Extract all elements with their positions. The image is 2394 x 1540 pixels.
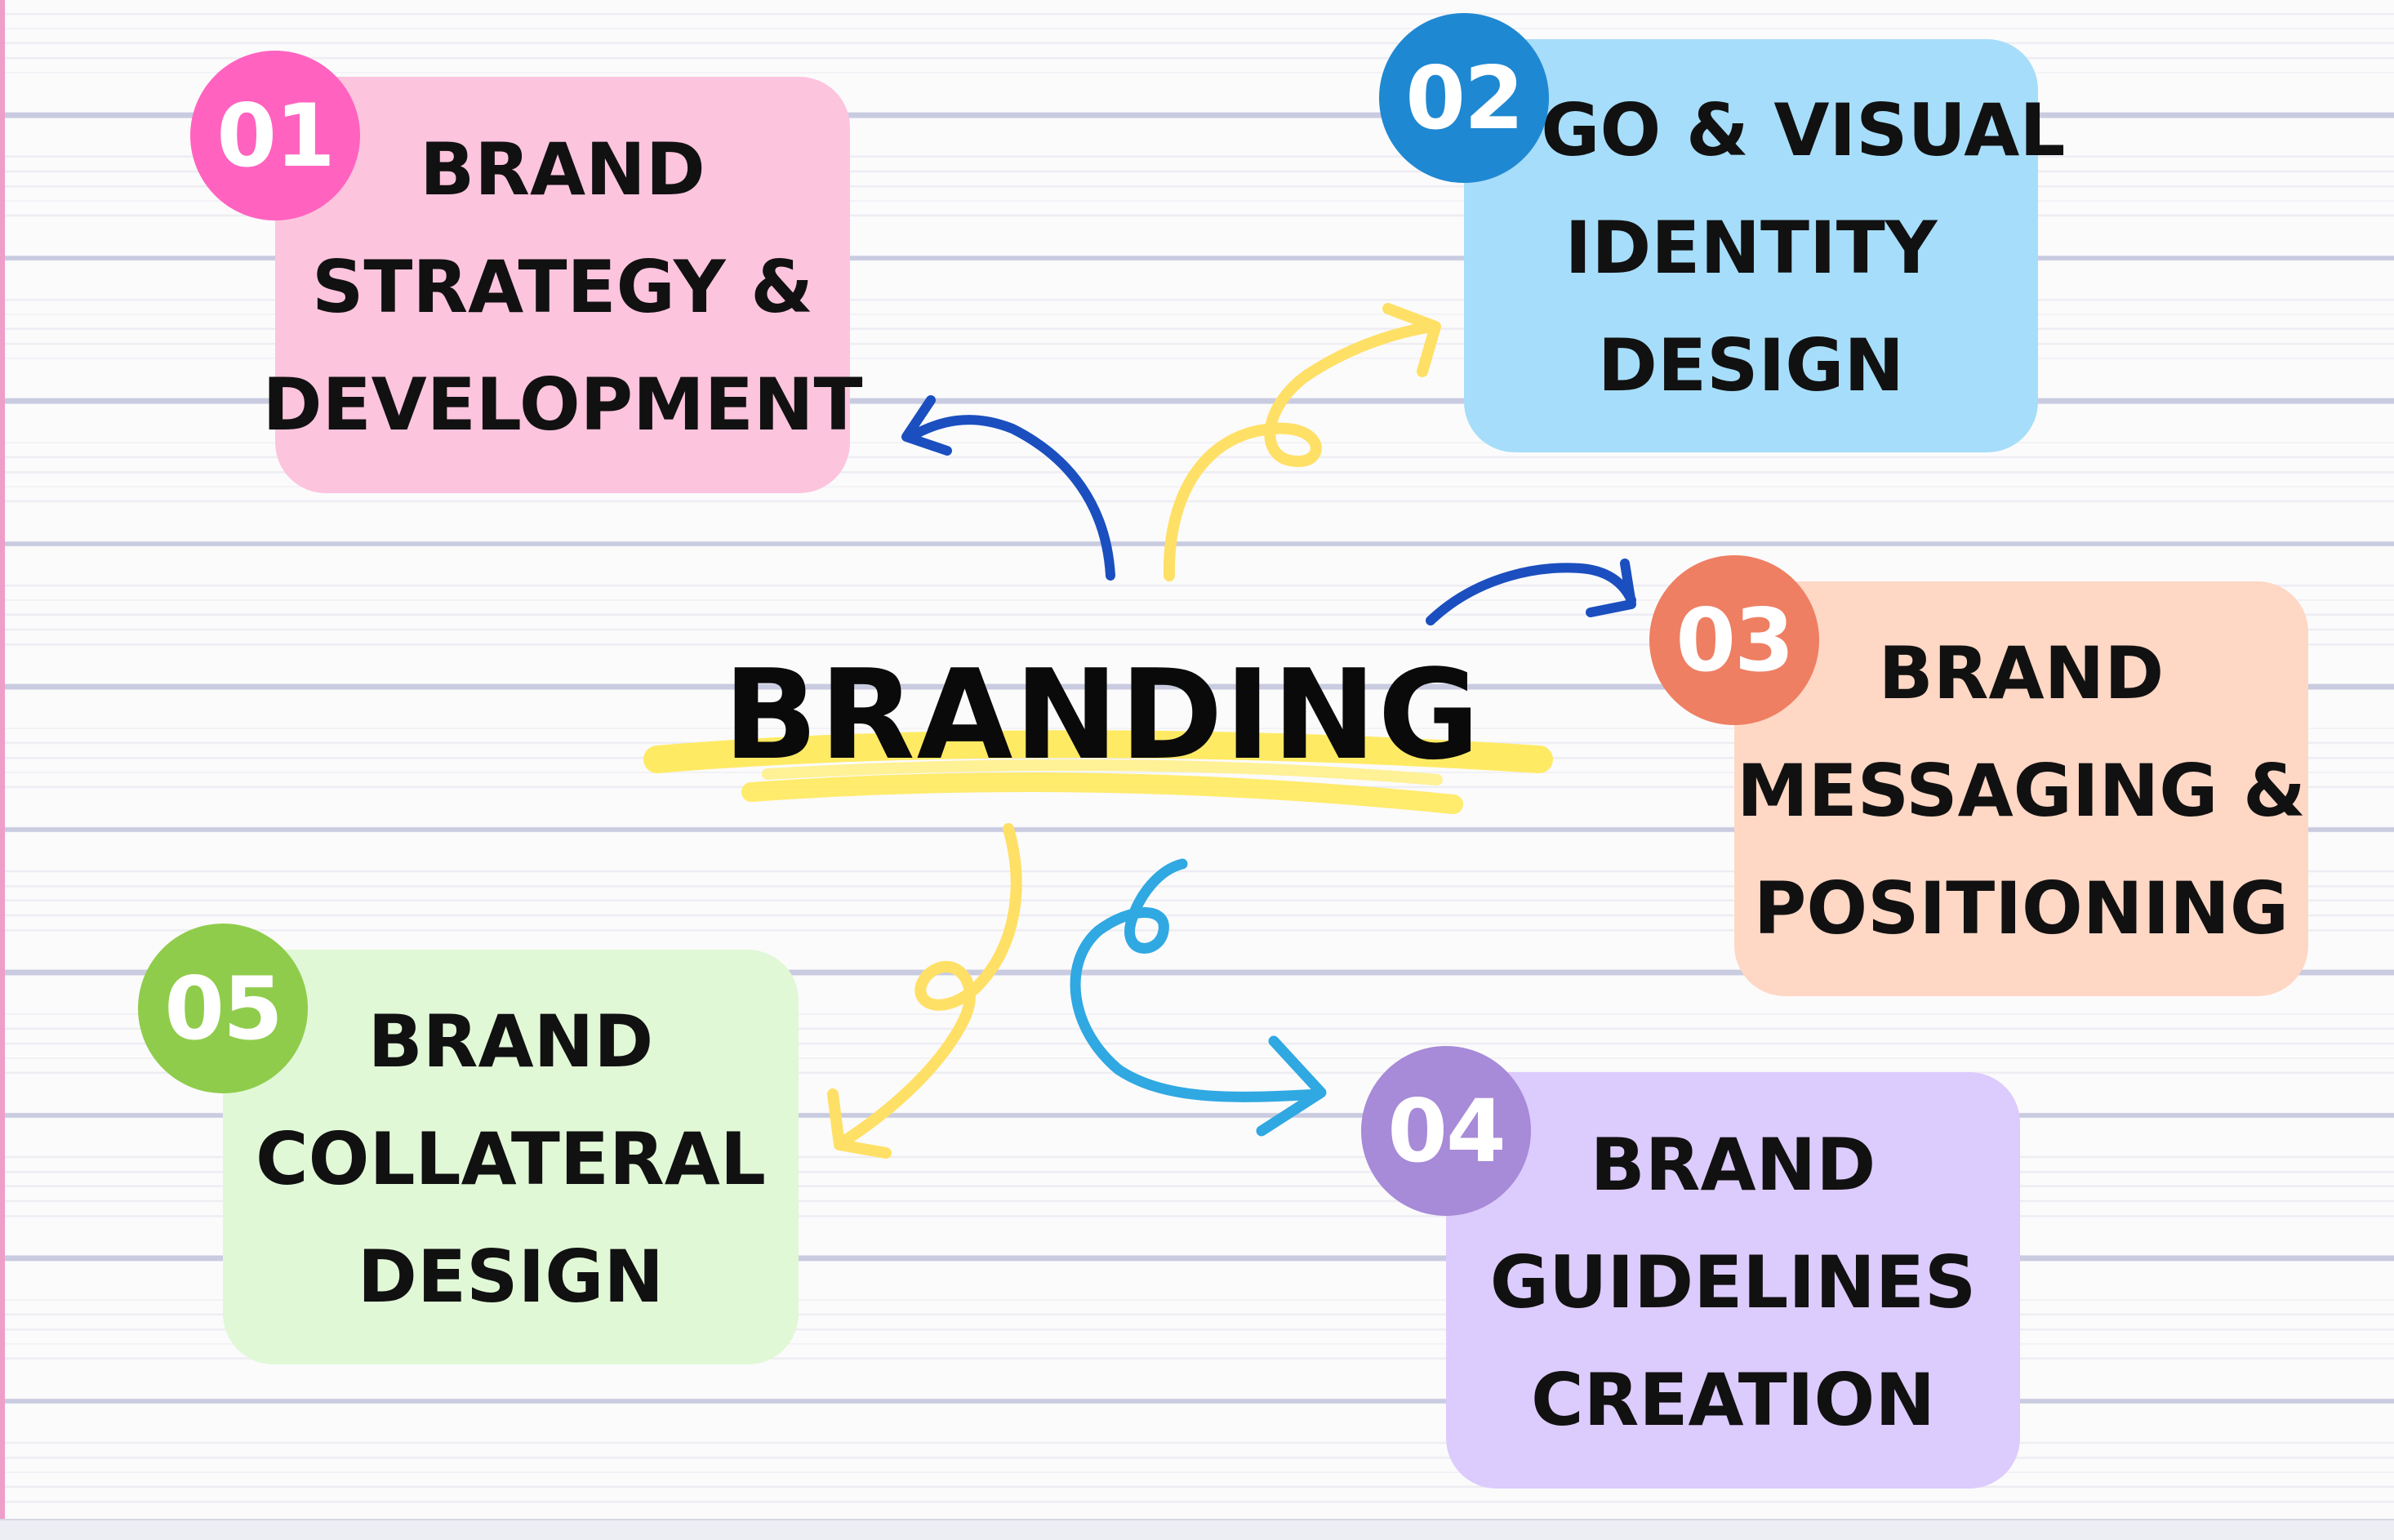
arrow-to-item-01 bbox=[901, 395, 1115, 581]
item-05-number-badge: 05 bbox=[138, 924, 308, 1093]
notebook-margin-line bbox=[0, 0, 5, 1519]
item-card-04: BRAND GUIDELINES CREATION bbox=[1446, 1072, 2020, 1489]
item-01-line-1: BRAND bbox=[420, 127, 705, 211]
item-01-number-badge: 01 bbox=[190, 51, 360, 220]
item-05-line-1: BRAND bbox=[367, 999, 654, 1084]
item-01-line-3: DEVELOPMENT bbox=[262, 363, 863, 447]
page-bottom-edge bbox=[0, 1519, 2394, 1540]
item-02-number-badge: 02 bbox=[1379, 13, 1549, 183]
item-03-line-1: BRAND bbox=[1878, 631, 2165, 715]
item-03-number-badge: 03 bbox=[1649, 555, 1819, 725]
item-03-line-2: MESSAGING & bbox=[1737, 749, 2306, 833]
item-01-line-2: STRATEGY & bbox=[312, 245, 813, 329]
item-05-line-2: COLLATERAL bbox=[256, 1117, 766, 1201]
arrow-to-item-04 bbox=[1070, 858, 1327, 1137]
item-04-line-3: CREATION bbox=[1531, 1358, 1935, 1442]
arrow-to-item-03 bbox=[1426, 559, 1636, 625]
item-05-line-3: DESIGN bbox=[357, 1235, 665, 1319]
diagram-title: BRANDING bbox=[723, 642, 1482, 787]
item-card-05: BRAND COLLATERAL DESIGN bbox=[223, 950, 799, 1364]
arrow-to-item-05 bbox=[827, 823, 1022, 1159]
item-04-line-2: GUIDELINES bbox=[1489, 1240, 1977, 1324]
item-card-01: BRAND STRATEGY & DEVELOPMENT bbox=[263, 77, 863, 493]
item-card-03: BRAND MESSAGING & POSITIONING bbox=[1734, 581, 2308, 996]
item-02-line-3: DESIGN bbox=[1597, 323, 1905, 407]
item-03-line-3: POSITIONING bbox=[1753, 866, 2289, 950]
arrow-to-item-02 bbox=[1163, 303, 1441, 581]
item-04-line-1: BRAND bbox=[1590, 1123, 1876, 1207]
item-card-02: LOGO & VISUAL IDENTITY DESIGN bbox=[1437, 39, 2065, 452]
item-02-line-2: IDENTITY bbox=[1564, 206, 1938, 290]
item-04-number-badge: 04 bbox=[1361, 1046, 1531, 1216]
